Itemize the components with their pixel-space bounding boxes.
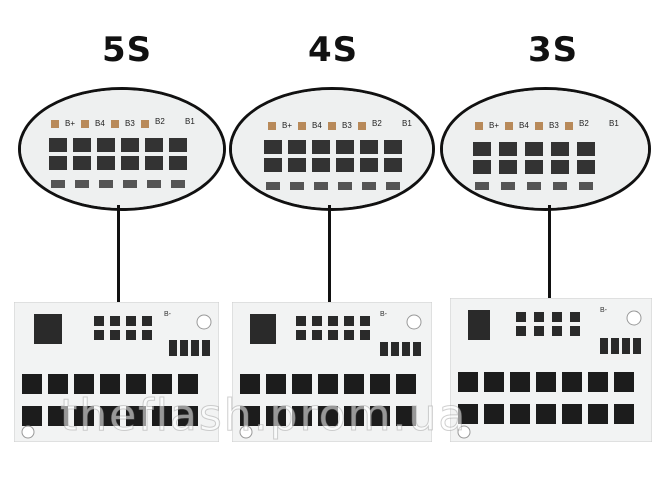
zoom-circle-4s: B+ B4 B3 B2 B1 xyxy=(229,87,435,211)
board-pad-label: B- xyxy=(380,311,388,318)
zoom-board-5s: B+ B4 B3 B2 B1 xyxy=(21,90,223,208)
pad-label: B4 xyxy=(519,121,529,130)
config-label-4s: 4S xyxy=(308,30,359,70)
pcb-board-3s: B- xyxy=(450,298,652,442)
pad-label: B3 xyxy=(342,121,352,130)
board-pad-label: B- xyxy=(600,307,608,314)
board-pad-label: B- xyxy=(164,311,172,318)
zoom-circle-3s: B+ B4 B3 B2 B1 xyxy=(440,87,651,211)
zoom-circle-5s: B+ B4 B3 B2 B1 xyxy=(18,87,226,211)
connector-line-3s xyxy=(548,205,551,300)
pad-label: B+ xyxy=(65,119,75,128)
pad-label: B4 xyxy=(312,121,322,130)
pad-label: B+ xyxy=(282,121,292,130)
config-label-5s: 5S xyxy=(102,30,153,70)
pad-label: B1 xyxy=(185,117,195,126)
pad-label: B2 xyxy=(372,119,382,128)
pad-label: B+ xyxy=(489,121,499,130)
pad-label: B4 xyxy=(95,119,105,128)
pcb-board-5s: B- xyxy=(14,302,219,442)
pad-label: B1 xyxy=(402,119,412,128)
connector-line-5s xyxy=(117,205,120,305)
pad-label: B2 xyxy=(579,119,589,128)
zoom-board-4s: B+ B4 B3 B2 B1 xyxy=(232,90,432,208)
pad-label: B3 xyxy=(125,119,135,128)
pad-label: B1 xyxy=(609,119,619,128)
pad-label: B2 xyxy=(155,117,165,126)
connector-line-4s xyxy=(328,205,331,305)
watermark: theflash.prom.ua xyxy=(59,390,468,442)
zoom-board-3s: B+ B4 B3 B2 B1 xyxy=(443,90,648,208)
config-label-3s: 3S xyxy=(528,30,579,70)
pcb-board-4s: B- xyxy=(232,302,432,442)
pad-label: B3 xyxy=(549,121,559,130)
